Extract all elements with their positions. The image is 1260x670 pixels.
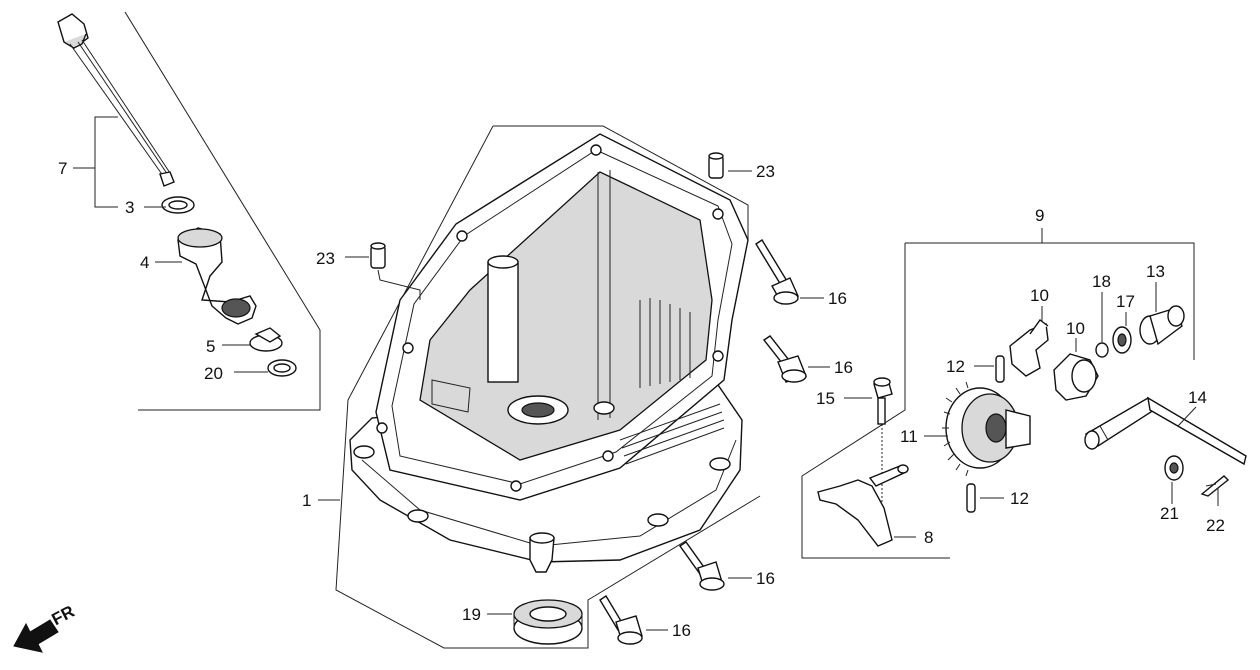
callout-18: 18 xyxy=(1092,272,1111,291)
crankcase-cover-part xyxy=(349,133,749,573)
callout-16-d: 16 xyxy=(672,621,691,640)
oil-seal-part xyxy=(513,599,583,645)
callout-16-a: 16 xyxy=(828,289,847,308)
callout-12-lower: 12 xyxy=(1010,489,1029,508)
callout-8: 8 xyxy=(924,528,934,547)
callout-13: 13 xyxy=(1146,262,1165,281)
seal-ring-part xyxy=(267,359,297,377)
callout-7: 7 xyxy=(58,159,68,178)
governor-rod-part xyxy=(1084,396,1247,466)
callout-3: 3 xyxy=(125,198,135,217)
oil-filler-guide-part xyxy=(177,227,257,325)
callout-23-upper: 23 xyxy=(756,162,775,181)
dipstick-part xyxy=(57,13,175,187)
callout-16-c: 16 xyxy=(756,569,775,588)
callout-22: 22 xyxy=(1206,516,1225,535)
callout-4: 4 xyxy=(140,253,150,272)
callout-19: 19 xyxy=(462,605,481,624)
governor-arm-part xyxy=(817,464,909,547)
front-direction-arrow-icon xyxy=(13,619,59,653)
callout-1: 1 xyxy=(302,491,312,510)
callout-11: 11 xyxy=(900,427,918,446)
cotter-pin-part xyxy=(1200,475,1230,497)
callout-12-upper: 12 xyxy=(946,357,965,376)
dowel-pin-part xyxy=(370,152,724,269)
callout-17: 17 xyxy=(1116,292,1135,311)
callout-16-b: 16 xyxy=(834,358,853,377)
callout-10-upper: 10 xyxy=(1030,286,1049,305)
governor-weight-part xyxy=(1009,319,1099,401)
callout-21: 21 xyxy=(1160,504,1179,523)
pin-part xyxy=(966,355,1005,513)
flange-bolt-part xyxy=(599,239,807,645)
callout-14: 14 xyxy=(1188,388,1207,407)
bolt-15-part xyxy=(873,377,893,425)
callout-10-lower: 10 xyxy=(1066,319,1085,338)
governor-gear-part xyxy=(942,381,1031,477)
grommet-part xyxy=(249,327,283,352)
governor-shaft-washer-part xyxy=(1139,305,1185,346)
callout-5: 5 xyxy=(206,337,216,356)
callout-15: 15 xyxy=(816,389,835,408)
dipstick-group-border xyxy=(124,11,321,411)
washer-21-part xyxy=(1164,455,1184,481)
governor-group-border xyxy=(801,228,1195,559)
crankcase-group-border xyxy=(335,125,761,649)
callout-23-left: 23 xyxy=(316,249,335,268)
callout-20: 20 xyxy=(204,364,223,383)
callout-9: 9 xyxy=(1035,206,1045,225)
washer-17-part xyxy=(1112,326,1132,354)
o-ring-part xyxy=(161,196,195,214)
clip-18-part xyxy=(1095,342,1109,358)
